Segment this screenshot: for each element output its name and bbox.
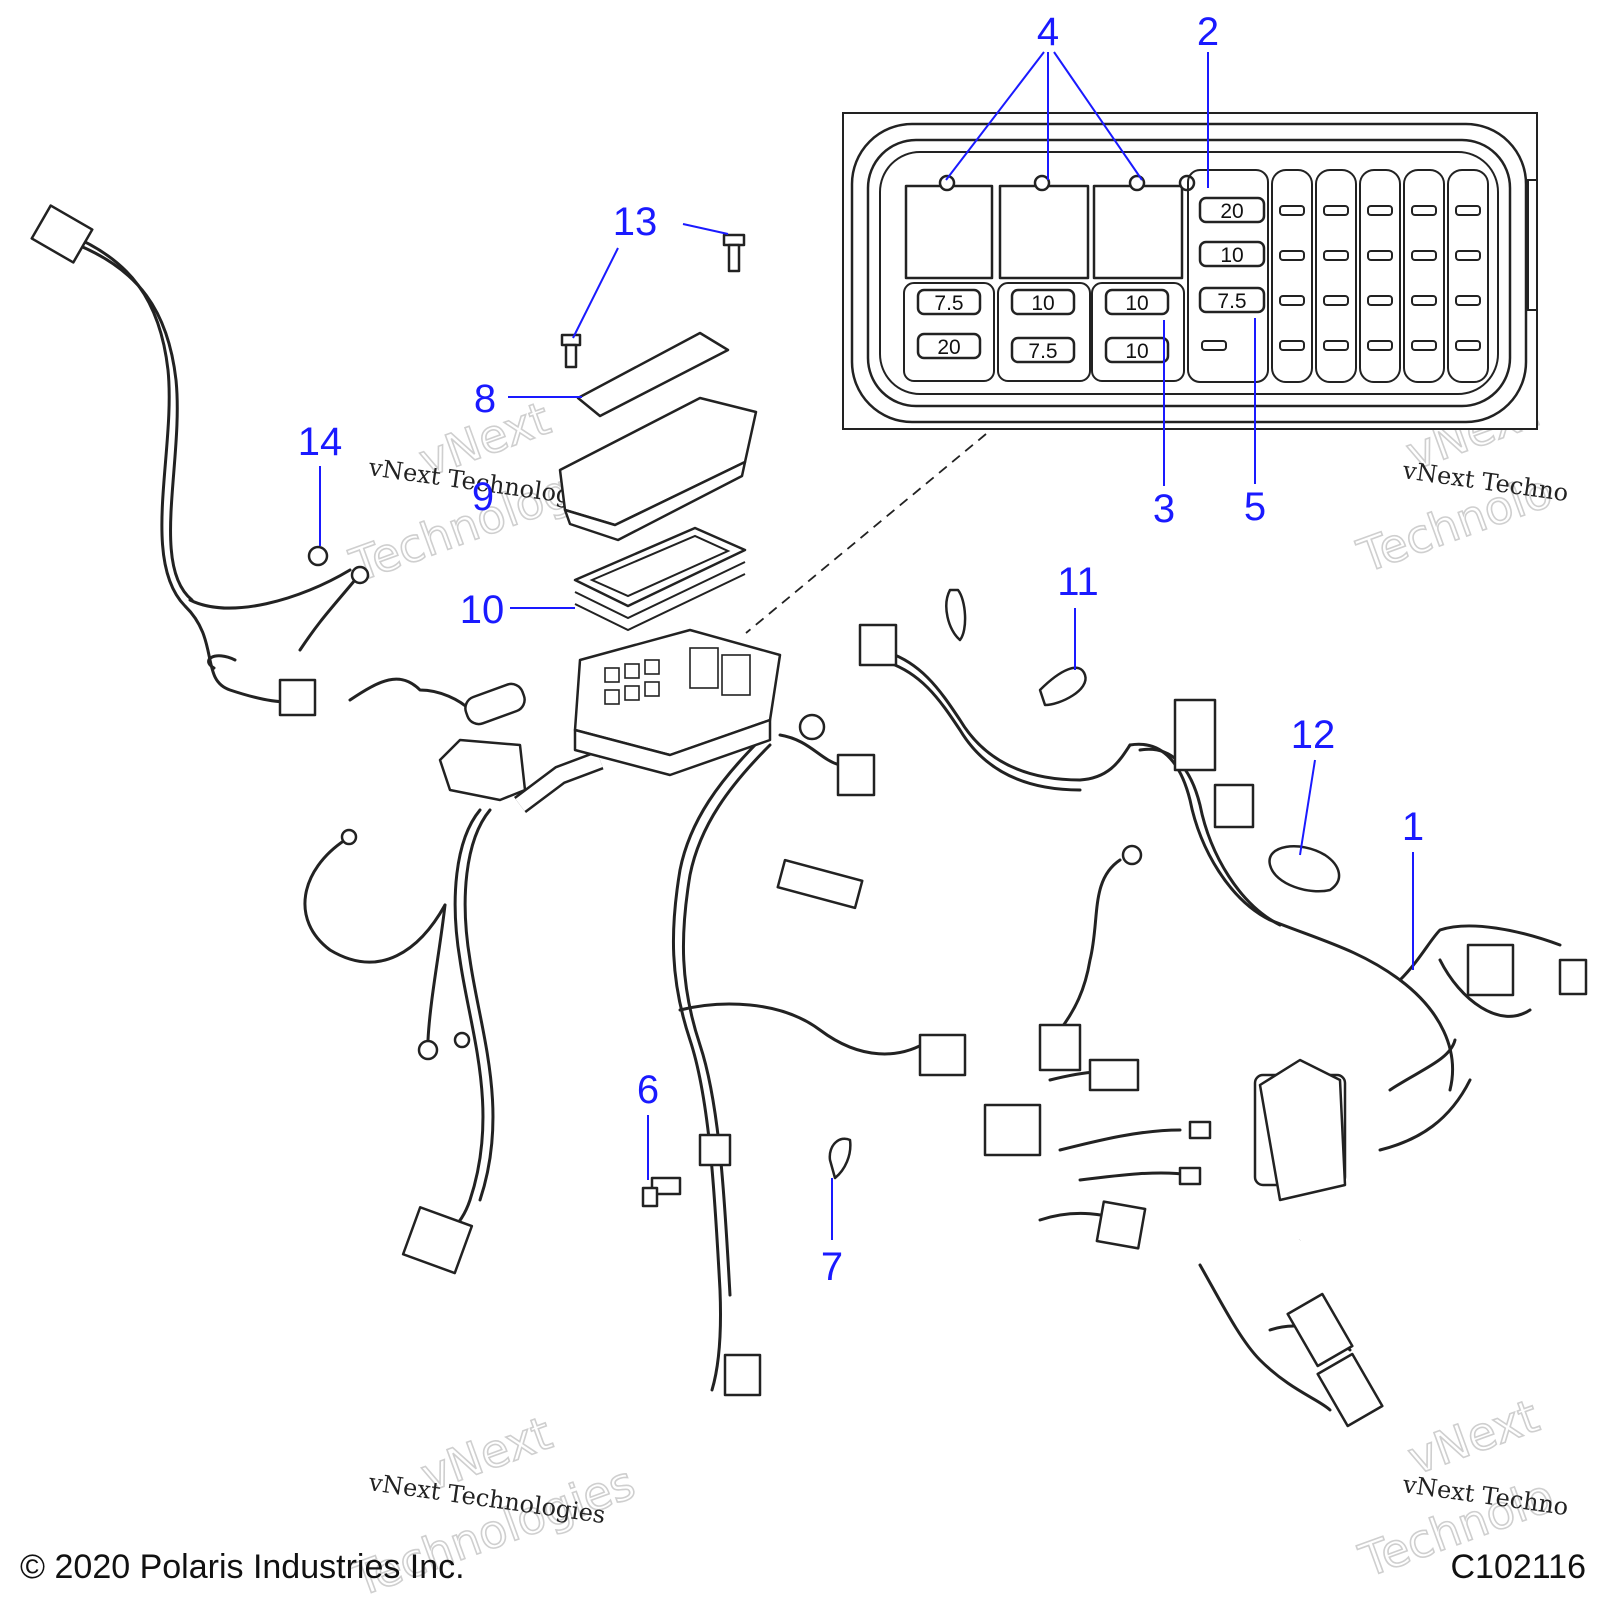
fuse-label: 20 [937,336,960,359]
detail-pointer-line [745,433,987,634]
callout-2: 2 [1197,10,1219,54]
callout-5: 5 [1244,485,1266,529]
callout-12: 12 [1291,713,1336,757]
relay-3 [1092,184,1184,280]
large-connector-right [1253,1058,1347,1202]
callout-1: 1 [1402,805,1424,849]
fuse-col4b: 10 [1198,240,1266,268]
callout-4: 4 [1037,10,1059,54]
fuse-r1c1: 7.5 [916,288,982,316]
sensor-connector-bottom [723,1353,762,1397]
fuse-box-detail-inset: 7.5 10 10 20 7.5 10 20 10 7.5 [842,112,1538,430]
watermark-big-bottom-right-1: vNext [1401,1389,1546,1486]
loose-parts [298,545,1341,1208]
callout-14: 14 [298,420,343,464]
fuse-box-cover [558,396,758,542]
fuse-r2c1: 20 [916,332,982,360]
screw-13-right [722,233,746,273]
clip-11 [1038,666,1087,707]
fuse-box-gasket [573,526,747,632]
fuse-label: 10 [1031,292,1054,315]
fuse-label: 7.5 [934,292,963,315]
fuse-label: 7.5 [1217,290,1246,313]
copyright-text: © 2020 Polaris Industries Inc. [20,1548,465,1586]
fuse-r1c3: 10 [1104,288,1170,316]
fuse-r2c3: 10 [1104,336,1170,364]
tie-strap-12 [1268,845,1341,893]
bolt-6 [641,1176,682,1208]
callout-11: 11 [1057,560,1099,604]
connector-right-a [1466,943,1515,997]
callout-7: 7 [821,1245,843,1289]
figure-code: C102116 [1451,1548,1587,1586]
callout-10: 10 [460,588,505,632]
callout-8: 8 [474,377,496,421]
fuse-r2c2: 7.5 [1010,336,1076,364]
relay-1 [904,184,994,280]
connector-top-left [30,204,94,264]
screw-13-left [560,333,582,369]
fuse-col4a: 20 [1198,196,1266,224]
nut-14 [307,545,329,567]
fuse-label: 10 [1125,292,1148,315]
main-wiring-harness [30,204,1588,1428]
callouts: 4 2 3 5 13 8 9 10 14 11 12 1 6 7 [298,10,1424,1289]
connector-bottom-left [401,1206,474,1275]
relay-2 [998,184,1090,280]
fuse-label: 7.5 [1028,340,1057,363]
clip-7 [828,1137,852,1180]
fuse-r1c2: 10 [1010,288,1076,316]
callout-3: 3 [1153,487,1175,531]
multi-connector-bottom-right [1286,1292,1384,1428]
callout-13: 13 [613,200,658,244]
fuse-box-label [576,331,730,418]
fuse-label: 10 [1220,244,1243,267]
fuse-box-assembly [558,233,782,777]
fuse-col4c: 7.5 [1198,286,1266,314]
fuse-label: 20 [1220,200,1243,223]
callout-9: 9 [472,475,494,519]
callout-6: 6 [637,1068,659,1112]
fuse-label: 10 [1125,340,1148,363]
